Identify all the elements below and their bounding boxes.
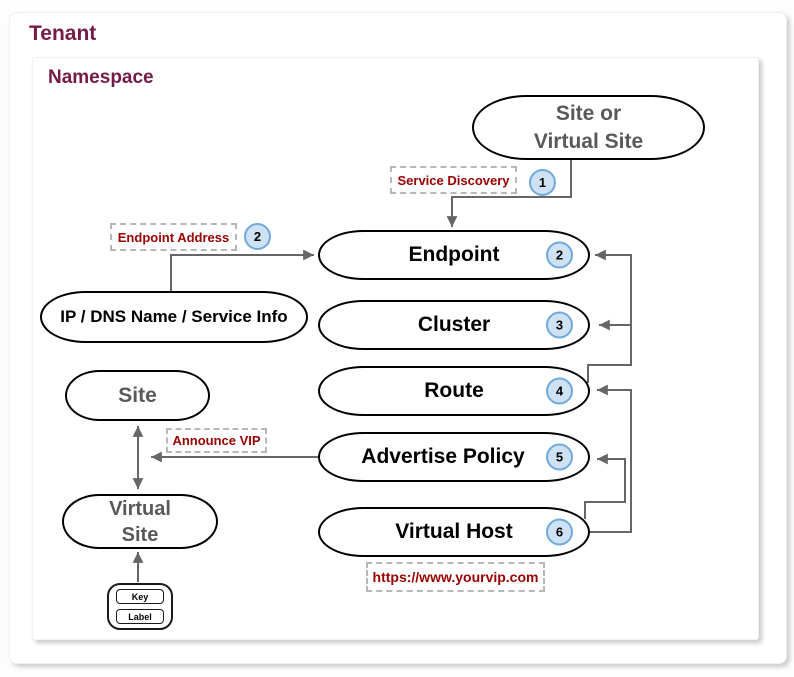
legend-key-label: Key Label (107, 583, 173, 630)
node-cluster-label: Cluster (417, 313, 491, 336)
node-site: Site (65, 370, 210, 421)
badge-step-1: 1 (529, 169, 556, 196)
node-virtual-site-label: Virtual Site (109, 497, 171, 546)
node-site-or-virtual-site: Site or Virtual Site (472, 95, 705, 160)
node-endpoint: Endpoint 2 (318, 230, 590, 280)
annotation-announce-vip: Announce VIP (166, 428, 267, 453)
namespace-label: Namespace (48, 67, 154, 88)
legend-label-chip: Label (116, 609, 164, 624)
node-route: Route 4 (318, 366, 590, 416)
node-route-label: Route (424, 379, 484, 402)
node-advertise-policy: Advertise Policy 5 (318, 432, 590, 482)
node-virtual-host-step-badge: 6 (546, 518, 573, 546)
annotation-service-discovery: Service Discovery (390, 166, 517, 194)
node-site-or-virtual-site-label: Site or Virtual Site (533, 102, 644, 153)
legend-key-chip: Key (116, 589, 164, 604)
node-cluster: Cluster 3 (318, 300, 590, 350)
node-virtual-site: Virtual Site (62, 494, 218, 549)
annotation-endpoint-address: Endpoint Address (110, 223, 237, 251)
node-virtual-host-label: Virtual Host (395, 520, 513, 543)
node-ip-dns-service-info-label: IP / DNS Name / Service Info (60, 307, 288, 326)
node-endpoint-label: Endpoint (408, 243, 500, 266)
tenant-label: Tenant (29, 22, 97, 45)
node-advertise-policy-label: Advertise Policy (361, 445, 525, 468)
node-site-label: Site (118, 383, 157, 407)
annotation-vip-url: https://www.yourvip.com (366, 562, 545, 592)
node-endpoint-step-badge: 2 (546, 241, 573, 269)
node-advertise-policy-step-badge: 5 (546, 443, 573, 471)
node-cluster-step-badge: 3 (546, 311, 573, 339)
node-route-step-badge: 4 (546, 377, 573, 405)
badge-step-2: 2 (244, 223, 271, 250)
node-virtual-host: Virtual Host 6 (318, 507, 590, 557)
node-ip-dns-service-info: IP / DNS Name / Service Info (40, 291, 308, 343)
